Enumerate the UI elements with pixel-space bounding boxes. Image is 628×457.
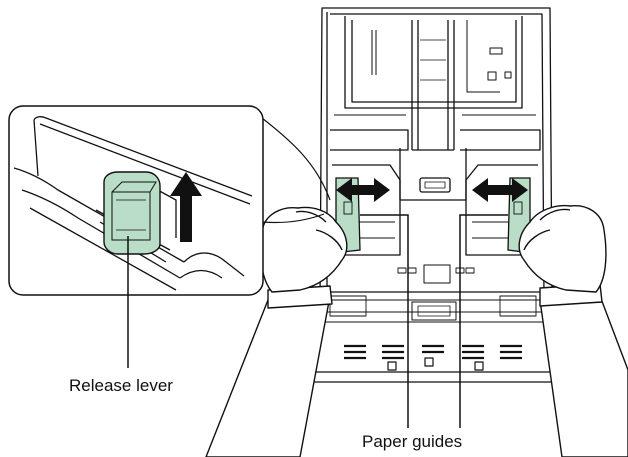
release-lever-inset (8, 105, 264, 296)
right-hand (518, 204, 628, 457)
release-lever[interactable] (103, 171, 161, 255)
left-hand (205, 206, 348, 457)
right-guide-arrow-icon (472, 178, 528, 202)
lever-up-arrow-icon (170, 172, 202, 242)
zoom-connector (261, 117, 331, 224)
paper-guides-leader (360, 214, 508, 428)
paper-cassette (311, 7, 613, 383)
left-guide-arrow-icon (336, 178, 390, 202)
paper-guides-label: Paper guides (362, 432, 463, 451)
release-lever-label: Release lever (69, 376, 173, 395)
